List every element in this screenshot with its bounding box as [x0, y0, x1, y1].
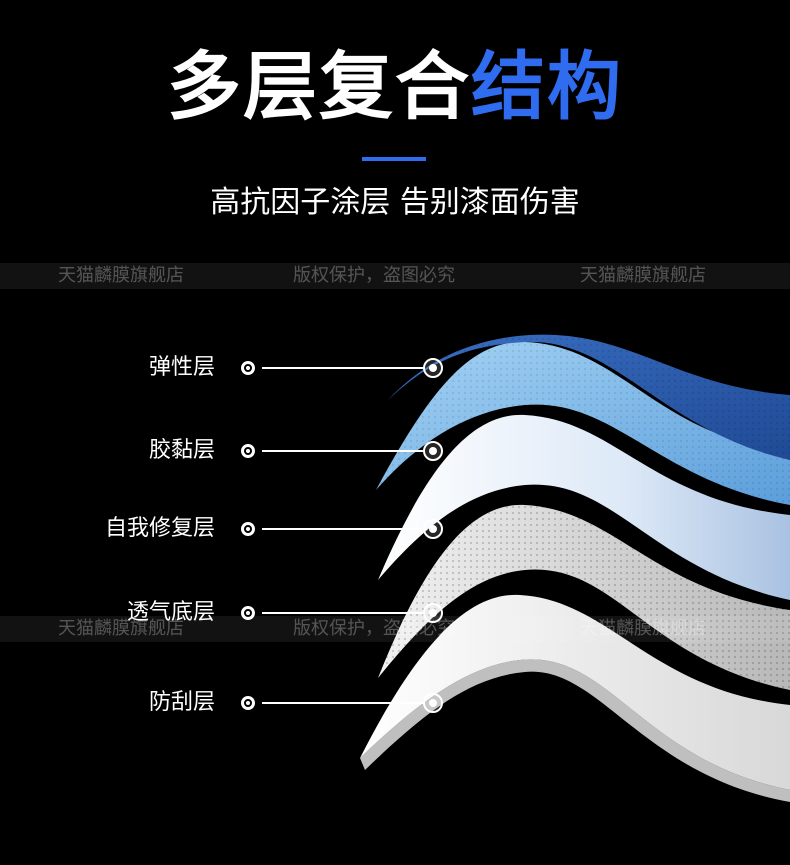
callout-end-dot-icon	[423, 358, 443, 378]
layer-label: 透气底层	[126, 600, 215, 625]
layer-sheet-scratch	[360, 659, 790, 802]
layer-label: 胶黏层	[148, 438, 215, 463]
watermark-band	[0, 616, 790, 642]
title-white-part: 多层复合	[167, 44, 471, 130]
layer-sheet-scratch-top	[360, 594, 790, 790]
title-underline	[362, 157, 426, 161]
callout-dot-icon	[241, 444, 255, 458]
callout-end-dot-icon	[423, 693, 443, 713]
callout-line	[262, 612, 424, 614]
callout-line	[262, 528, 424, 530]
callout-line	[262, 367, 424, 369]
watermark-notice: 版权保护，盗图必究	[293, 265, 455, 286]
watermark-band	[0, 263, 790, 289]
watermark-shop: 天猫麟膜旗舰店	[580, 265, 706, 286]
watermark-shop: 天猫麟膜旗舰店	[58, 618, 184, 639]
page-title: 多层复合结构	[0, 50, 790, 124]
layer-sheet-repair	[378, 414, 790, 600]
callout-dot-icon	[241, 606, 255, 620]
callout-dot-icon	[241, 696, 255, 710]
callout-dot-icon	[241, 361, 255, 375]
callout-end-dot-icon	[423, 441, 443, 461]
callout-dot-icon	[241, 522, 255, 536]
callout-end-dot-icon	[423, 603, 443, 623]
title-blue-part: 结构	[471, 44, 623, 130]
callout-line	[262, 450, 424, 452]
watermark-shop: 天猫麟膜旗舰店	[580, 618, 706, 639]
subtitle: 高抗因子涂层 告别漆面伤害	[210, 185, 580, 220]
callout-end-dot-icon	[423, 519, 443, 539]
layer-label: 防刮层	[148, 690, 215, 715]
layer-label: 自我修复层	[104, 516, 215, 541]
watermark-shop: 天猫麟膜旗舰店	[58, 265, 184, 286]
layer-label: 弹性层	[148, 355, 215, 380]
watermark-notice: 版权保护，盗图必究	[293, 618, 455, 639]
callout-line	[262, 702, 424, 704]
